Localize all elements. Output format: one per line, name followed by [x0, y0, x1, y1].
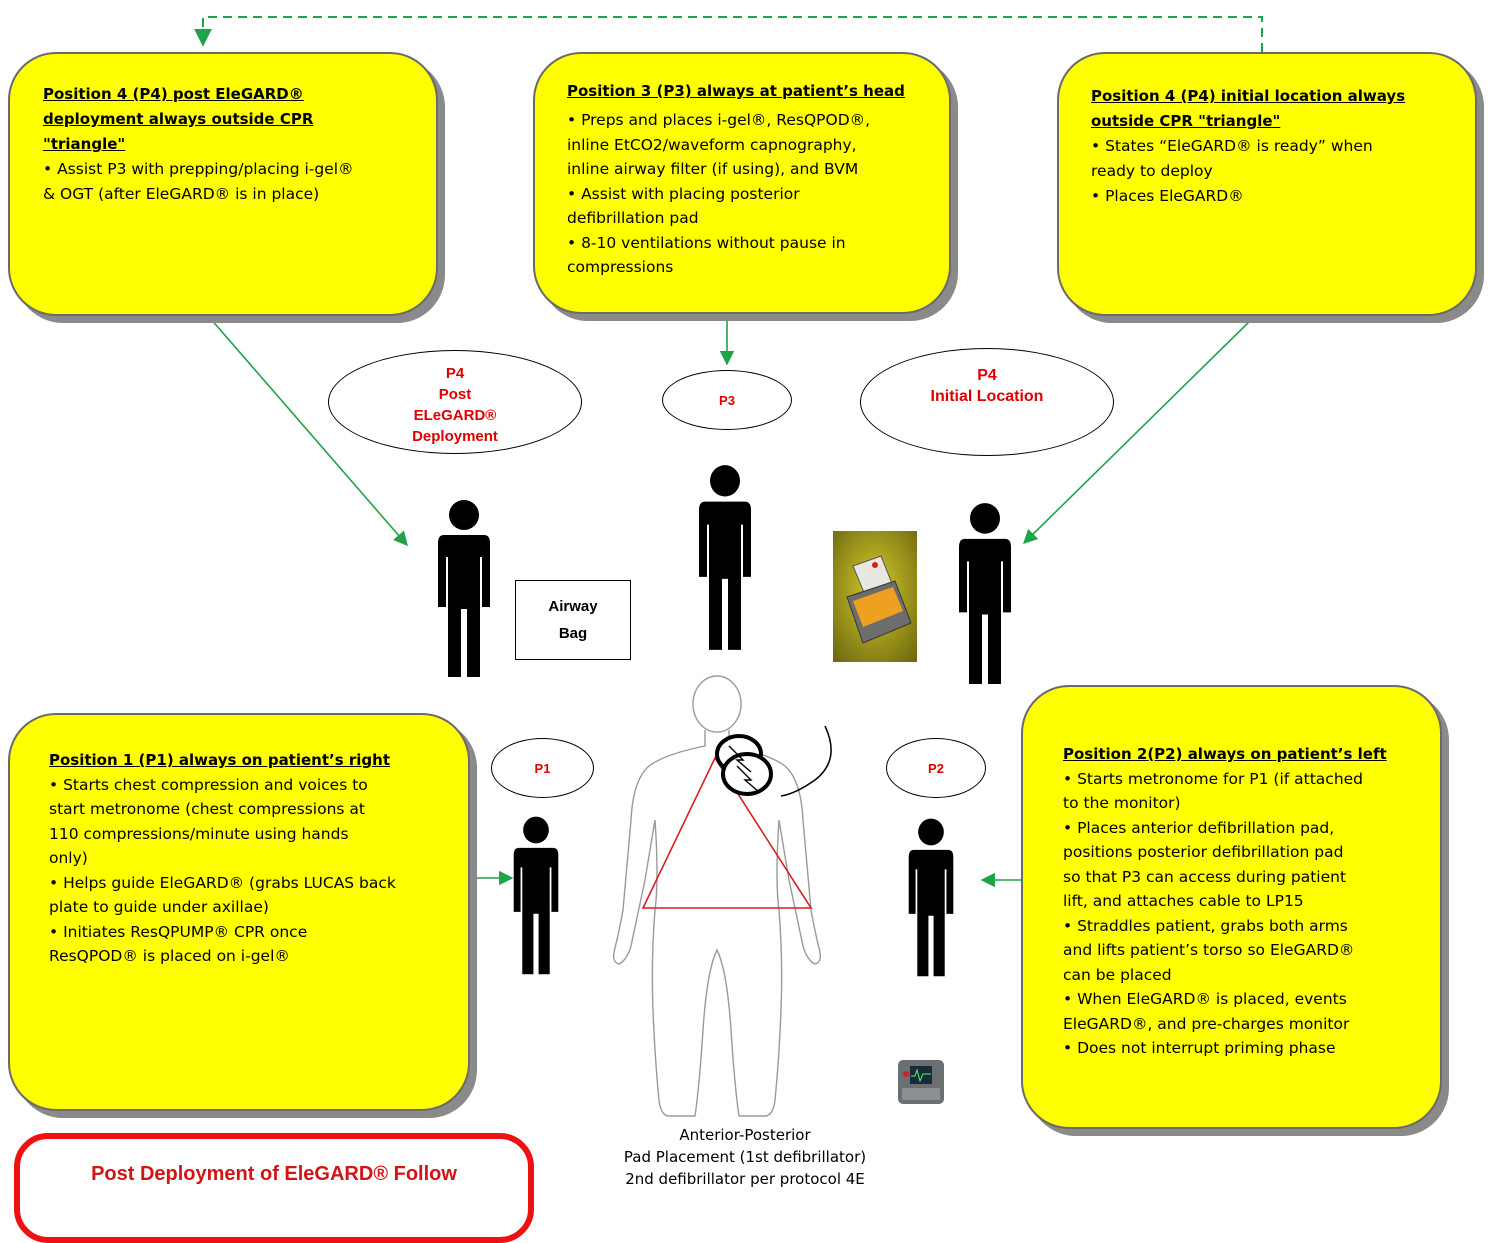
- pad-caption-line-1: Anterior-Posterior: [679, 1126, 811, 1144]
- airway-bag-line-1: Airway: [548, 598, 598, 615]
- ellipse-p1: P1: [491, 738, 594, 798]
- p2-line-11: EleGARD®, and pre-charges monitor: [1063, 1014, 1350, 1033]
- p3-line-2: inline EtCO2/waveform capnography,: [567, 135, 857, 154]
- p2-line-9: can be placed: [1063, 965, 1172, 984]
- p1-line-1: • Starts chest compression and voices to: [49, 775, 368, 794]
- airway-bag-line-2: Bag: [558, 625, 588, 642]
- p3-line-5: defibrillation pad: [567, 209, 699, 227]
- p4-post-item-2: & OGT (after EleGARD® is in place): [43, 185, 320, 203]
- ellipse-p1-label: P1: [534, 761, 551, 776]
- ellipse-p4-initial: P4 Initial Location: [860, 348, 1114, 456]
- ellipse-p3: P3: [662, 370, 792, 430]
- connector-layer: [194, 16, 1263, 888]
- p3-title: Position 3 (P3) always at patient’s head: [567, 82, 905, 100]
- person-p4-initial: [959, 503, 1011, 684]
- p3-line-4: • Assist with placing posterior: [567, 184, 800, 203]
- pad-caption-line-2: Pad Placement (1st defibrillator): [623, 1148, 867, 1166]
- ellipse-p4-post: P4 Post ELeGARD® Deployment: [328, 350, 582, 454]
- p2-line-4: positions posterior defibrillation pad: [1063, 843, 1344, 861]
- p1-line-4: only): [49, 849, 88, 867]
- p2-line-7: • Straddles patient, grabs both arms: [1063, 916, 1348, 935]
- p4-initial-line-2: ready to deploy: [1091, 162, 1213, 180]
- ellipse-p4-initial-line-1: P4: [977, 367, 997, 384]
- defib-pad-lower: [721, 752, 773, 796]
- monitor-image: [898, 1060, 944, 1104]
- p1-line-8: ResQPOD® is placed on i-gel®: [49, 947, 290, 965]
- p4-post-item-1: Assist P3 with prepping/placing i-gel®: [57, 160, 354, 178]
- pad-caption-line-3: 2nd defibrillator per protocol 4E: [625, 1170, 865, 1188]
- p1-line-6: plate to guide under axillae): [49, 898, 269, 916]
- p2-title: Position 2(P2) always on patient’s left: [1063, 745, 1387, 763]
- person-p1: [513, 816, 559, 975]
- p1-line-7: • Initiates ResQPUMP® CPR once: [49, 922, 308, 941]
- airway-bag-box: Airway Bag: [515, 580, 631, 660]
- bullet: •: [43, 160, 58, 178]
- post-deployment-follow-box: Post Deployment of EleGARD® Follow: [14, 1133, 534, 1243]
- p2-line-6: lift, and attaches cable to LP15: [1063, 892, 1304, 910]
- person-p3: [699, 465, 751, 650]
- ellipse-p3-label: P3: [719, 393, 735, 408]
- follow-box-text: Post Deployment of EleGARD® Follow: [91, 1163, 457, 1185]
- p2-box: Position 2(P2) always on patient’s left …: [1021, 685, 1442, 1129]
- elegard-device-image: [833, 531, 917, 662]
- p2-line-8: and lifts patient’s torso so EleGARD®: [1063, 941, 1355, 959]
- arrow-p4init-to-person: [1022, 317, 1254, 545]
- person-p2: [908, 818, 954, 977]
- person-p4-post: [438, 500, 490, 677]
- p4-initial-box: Position 4 (P4) initial location always …: [1057, 52, 1477, 316]
- p2-line-3: • Places anterior defibrillation pad,: [1063, 818, 1335, 837]
- pad-placement-caption: Anterior-Posterior Pad Placement (1st de…: [590, 1124, 900, 1190]
- ellipse-p4-post-line-2: Post: [438, 386, 472, 403]
- cpr-triangle: [641, 756, 813, 909]
- p3-line-6: • 8-10 ventilations without pause in: [567, 233, 846, 252]
- p2-line-5: so that P3 can access during patient: [1063, 867, 1347, 886]
- p4-initial-title-1: Position 4 (P4) initial location always: [1091, 87, 1406, 105]
- ellipse-p2: P2: [886, 738, 986, 798]
- ellipse-p2-label: P2: [928, 761, 944, 776]
- arrow-p4post-to-person: [209, 317, 408, 547]
- p1-title: Position 1 (P1) always on patient’s righ…: [49, 751, 390, 769]
- p1-line-5: • Helps guide EleGARD® (grabs LUCAS back: [49, 873, 396, 892]
- ellipse-p4-post-line-1: P4: [445, 365, 465, 382]
- p4-post-title-3: "triangle": [43, 135, 126, 153]
- p3-line-7: compressions: [567, 258, 674, 276]
- p4-initial-line-3: • Places EleGARD®: [1091, 187, 1244, 205]
- p2-line-1: • Starts metronome for P1 (if attached: [1063, 769, 1364, 788]
- p1-line-3: 110 compressions/minute using hands: [49, 824, 349, 843]
- p4-post-title-1: Position 4 (P4) post EleGARD®: [43, 85, 304, 103]
- p2-line-2: to the monitor): [1063, 794, 1181, 812]
- p2-line-10: • When EleGARD® is placed, events: [1063, 990, 1347, 1008]
- ellipse-p4-post-line-3: ELeGARD®: [413, 407, 497, 424]
- p1-box: Position 1 (P1) always on patient’s righ…: [8, 713, 470, 1111]
- p4-post-title-2: deployment always outside CPR: [43, 110, 314, 128]
- p3-line-1: • Preps and places i-gel®, ResQPOD®,: [567, 111, 871, 129]
- ellipse-p4-initial-line-2: Initial Location: [930, 388, 1044, 405]
- p3-box: Position 3 (P3) always at patient’s head…: [533, 52, 951, 314]
- pad-cable: [780, 725, 832, 797]
- p2-line-12: • Does not interrupt priming phase: [1063, 1039, 1336, 1057]
- ellipse-p4-post-line-4: Deployment: [412, 428, 498, 445]
- p1-line-2: start metronome (chest compressions at: [49, 800, 365, 818]
- dashed-connector: [194, 16, 1263, 52]
- p4-initial-title-2: outside CPR "triangle": [1091, 112, 1281, 130]
- patient-body-diagram: [612, 675, 832, 1117]
- p4-post-box: Position 4 (P4) post EleGARD® deployment…: [8, 52, 438, 316]
- p4-initial-line-1: • States “EleGARD® is ready” when: [1091, 137, 1373, 155]
- p3-line-3: inline airway filter (if using), and BVM: [567, 160, 859, 178]
